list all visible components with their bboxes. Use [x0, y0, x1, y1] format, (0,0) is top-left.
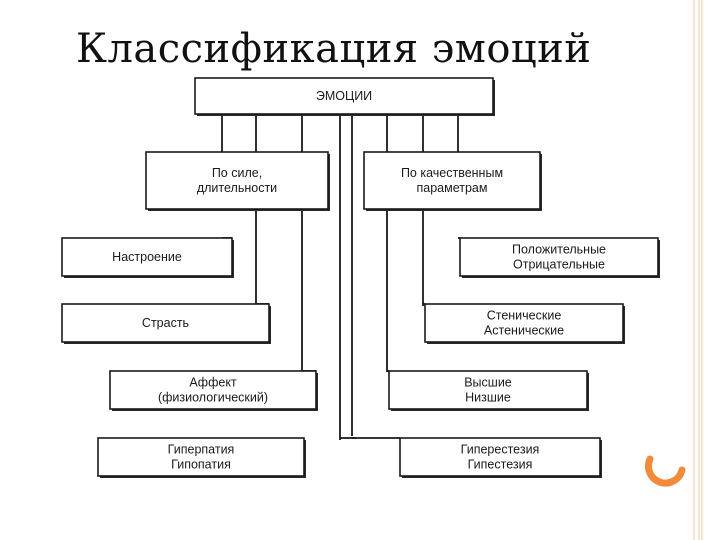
- slide-border-decoration: [693, 0, 703, 540]
- box-higher-lower-label: Низшие: [465, 391, 511, 405]
- box-affect-label: Аффект: [189, 376, 237, 390]
- root-box-emotions: ЭМОЦИИ: [194, 77, 495, 116]
- slide-title: Классификация эмоций: [76, 26, 592, 72]
- root-box-emotions-label: ЭМОЦИИ: [316, 89, 372, 103]
- box-sthenic-asthenic-label: Астенические: [484, 324, 564, 338]
- group-box-strength-duration-label: По силе,: [212, 166, 262, 180]
- box-hyperpathia-label: Гиперпатия: [168, 443, 235, 457]
- group-box-strength-duration-label: длительности: [197, 181, 277, 195]
- box-passion: Страсть: [61, 303, 271, 344]
- box-positive-negative-label: Отрицательные: [513, 258, 605, 272]
- box-hyperesthesia-label: Гипестезия: [468, 458, 533, 472]
- box-affect-label: (физиологический): [158, 391, 268, 405]
- box-mood: Настроение: [61, 237, 234, 278]
- box-passion-label: Страсть: [142, 316, 189, 330]
- accent-arc-decoration: [644, 455, 686, 487]
- box-positive-negative-label: Положительные: [512, 243, 606, 257]
- box-hyperpathia-label: Гипопатия: [171, 458, 231, 472]
- box-affect: Аффект(физиологический): [109, 370, 318, 411]
- group-box-strength-duration: По силе,длительности: [145, 151, 330, 211]
- group-box-qualitative-label: параметрам: [417, 181, 488, 195]
- box-hyperesthesia-label: Гиперестезия: [461, 443, 540, 457]
- box-sthenic-asthenic-label: Стенические: [487, 309, 562, 323]
- box-mood-label: Настроение: [112, 250, 182, 264]
- box-higher-lower-label: Высшие: [464, 376, 512, 390]
- group-box-qualitative-label: По качественным: [401, 166, 503, 180]
